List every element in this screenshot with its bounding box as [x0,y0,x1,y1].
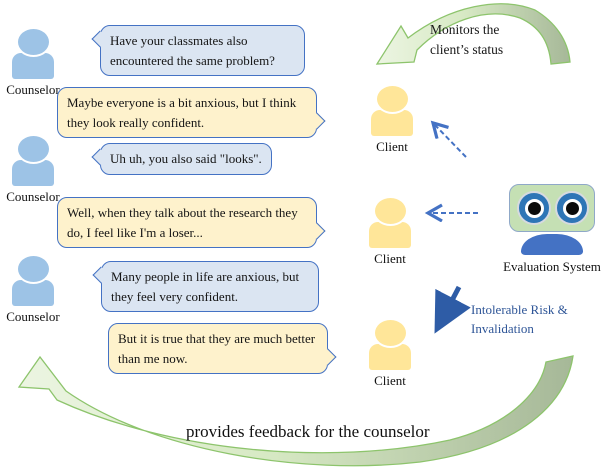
counselor-message-2: Uh uh, you also said "looks". [91,143,272,175]
person-head [372,196,408,226]
person-body [371,110,413,136]
counselor-message-3: Many people in life are anxious, but the… [92,261,319,312]
robot-body [521,234,583,255]
person-head [15,134,51,164]
feedback-arrow [17,355,574,467]
risk-arrow [434,285,471,334]
message-text: Uh uh, you also said "looks". [110,151,262,166]
client-1: Client [360,84,424,155]
client-3: Client [358,318,422,389]
person-head [374,84,410,114]
person-icon [1,27,65,79]
person-body [12,53,54,79]
client-message-3: But it is true that they are much better… [108,323,337,374]
person-icon [358,196,422,248]
evaluation-system-label: Evaluation System [503,259,601,274]
person-head [15,27,51,57]
counselor-2: Counselor [1,134,65,205]
counselor-1: Counselor [1,27,65,98]
person-head [15,254,51,284]
client-message-1: Maybe everyone is a bit anxious, but I t… [57,87,326,138]
counselor-label: Counselor [6,82,60,97]
risk-annotation: Intolerable Risk & Invalidation [471,302,568,336]
robot-eye-right [555,191,589,225]
feedback-annotation: provides feedback for the counselor [186,422,430,441]
message-text: Many people in life are anxious, but the… [111,269,300,304]
monitors-arrow [375,3,571,65]
robot-pupil [524,198,544,218]
counselor-label: Counselor [6,189,60,204]
person-icon [360,84,424,136]
message-text: But it is true that they are much better… [118,331,316,366]
client-message-2: Well, when they talk about the research … [57,197,326,248]
monitors-annotation: Monitors the client’s status [430,22,504,58]
client-status-arrow-diagonal [433,123,467,158]
person-body [369,344,411,370]
counselor-message-1: Have your classmates also encountered th… [91,25,305,76]
person-head [372,318,408,348]
person-icon [1,254,65,306]
person-icon [358,318,422,370]
robot-pupil [562,198,582,218]
evaluation-system: Evaluation System [496,184,608,275]
message-text: Maybe everyone is a bit anxious, but I t… [67,95,297,130]
robot-icon [509,184,595,232]
client-label: Client [374,373,406,388]
message-text: Have your classmates also encountered th… [110,33,275,68]
person-body [12,160,54,186]
client-label: Client [374,251,406,266]
person-body [369,222,411,248]
person-icon [1,134,65,186]
person-body [12,280,54,306]
message-text: Well, when they talk about the research … [67,205,298,240]
counselor-label: Counselor [6,309,60,324]
client-label: Client [376,139,408,154]
counselor-3: Counselor [1,254,65,325]
client-2: Client [358,196,422,267]
robot-eye-left [517,191,551,225]
